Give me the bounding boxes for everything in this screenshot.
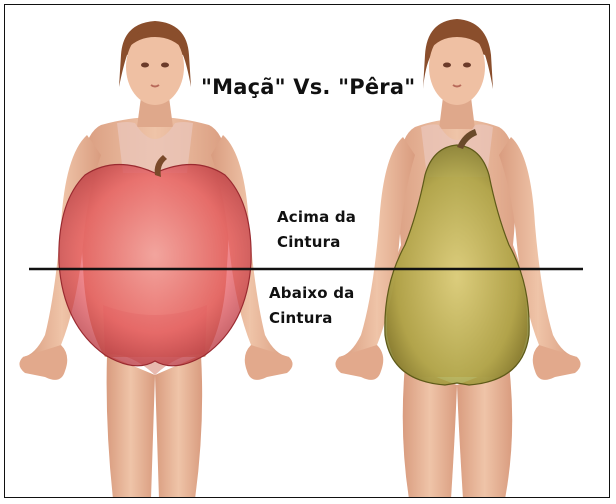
below-waist-label: Abaixo da Cintura <box>269 281 354 331</box>
apple-shape <box>59 164 251 365</box>
illustration-frame: "Maçã" Vs. "Pêra" Acima da Cintura Abaix… <box>4 4 610 498</box>
below-waist-line2: Cintura <box>269 306 354 331</box>
chart-title: "Maçã" Vs. "Pêra" <box>201 75 415 99</box>
above-waist-line2: Cintura <box>277 230 356 255</box>
above-waist-label: Acima da Cintura <box>277 205 356 255</box>
above-waist-line1: Acima da <box>277 205 356 230</box>
below-waist-line1: Abaixo da <box>269 281 354 306</box>
